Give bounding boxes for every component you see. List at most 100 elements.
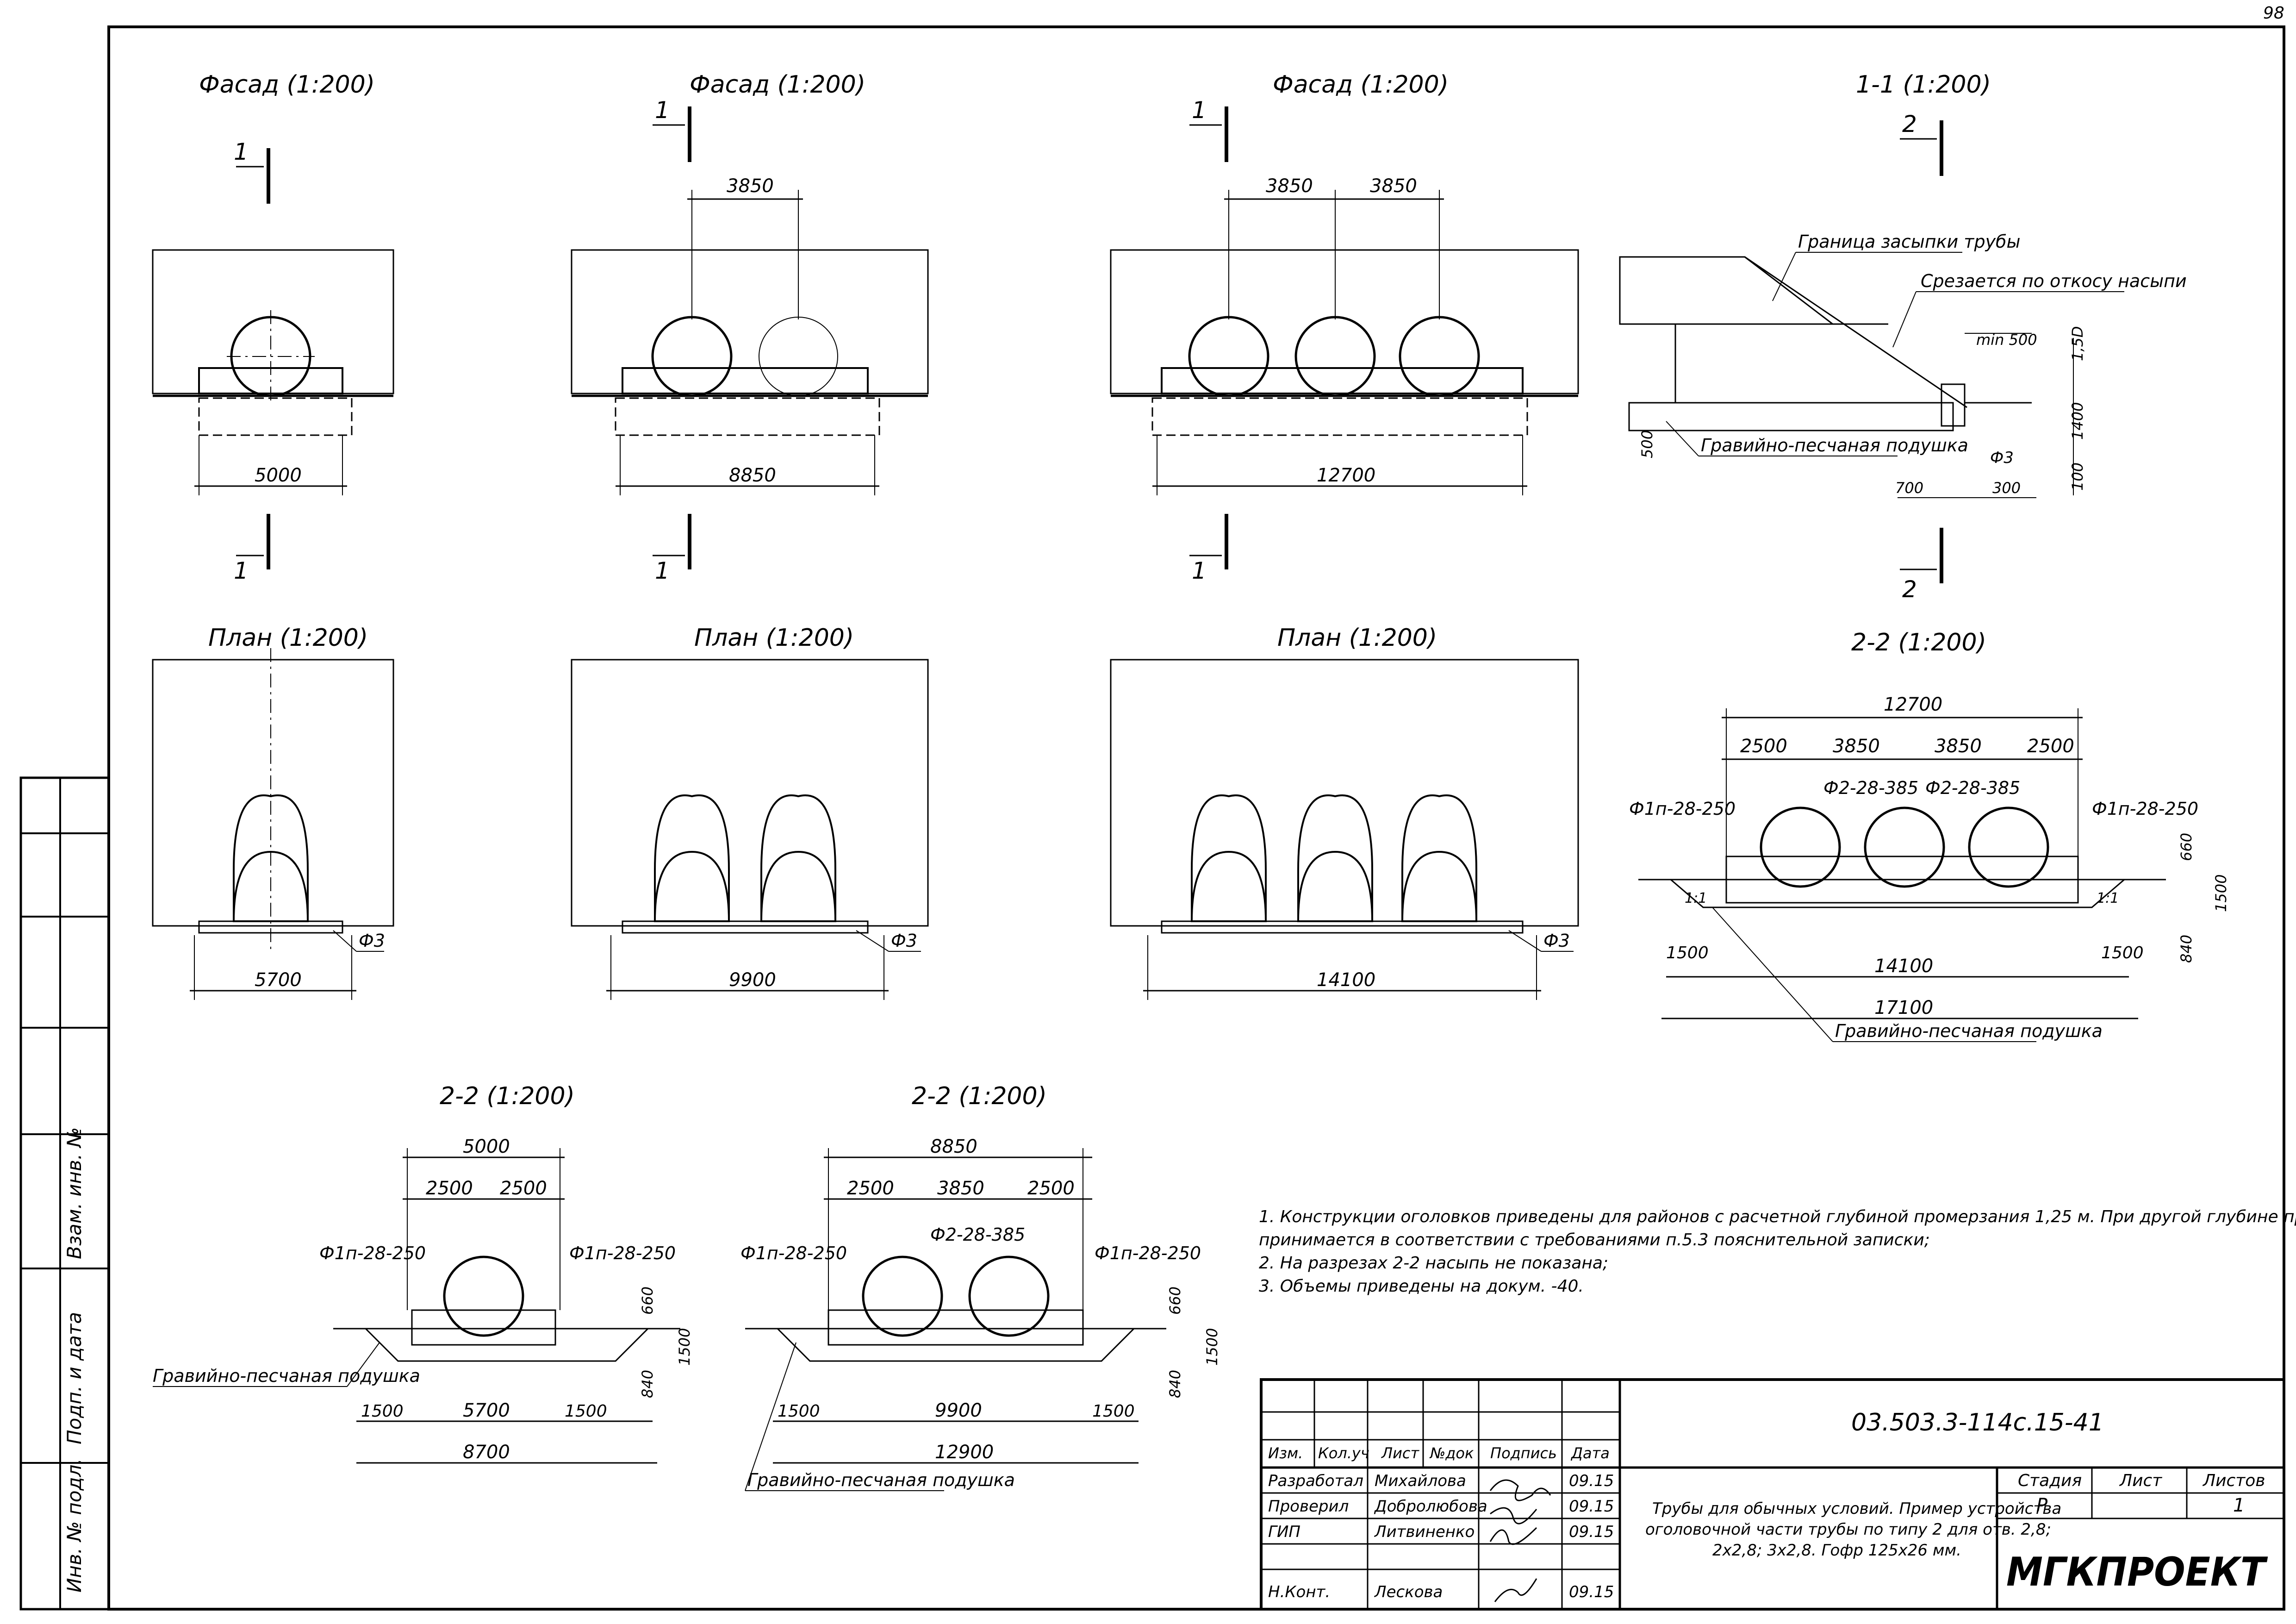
cut-mark-2-bottom: 2 [1900,528,1943,603]
svg-text:2500: 2500 [1027,1178,1075,1199]
notes: 1. Конструкции оголовков приведены для р… [1259,1207,2296,1296]
svg-text:Ф1п-28-250: Ф1п-28-250 [1629,799,1736,819]
document-code: 03.503.3-114с.15-41 [1851,1409,2104,1437]
signature-marks [1489,1479,1551,1602]
svg-text:Добролюбова: Добролюбова [1374,1497,1487,1516]
svg-text:3850: 3850 [937,1178,984,1199]
facade-title-1: Фасад (1:200) [199,71,375,99]
svg-text:Н.Конт.: Н.Конт. [1268,1583,1330,1601]
svg-text:12700: 12700 [1317,465,1375,486]
svg-text:2500: 2500 [1740,736,1787,757]
svg-text:Изм.: Изм. [1268,1444,1303,1462]
svg-text:Р: Р [2036,1495,2048,1516]
section-2-2-large-dims: 12700 2500 3850 3850 2500 Ф1п-28-250 Ф2-… [1629,694,2230,1042]
side-stamp: Взам. инв. № Подп. и дата Инв. № подл. [19,776,110,1611]
facade-1-dims: 5000 [194,435,347,495]
company-logo: МГКПРОЕКТ [2006,1549,2268,1595]
facade-3-dims: 3850 3850 12700 [1152,175,1527,495]
svg-text:1: 1 [1192,557,1207,584]
svg-text:Ф1п-28-250: Ф1п-28-250 [1095,1243,1201,1263]
cut-mark-1-top-f3: 1 [1189,97,1228,162]
svg-text:3. Объемы приведены на докум.: 3. Объемы приведены на докум. -40. [1259,1277,1584,1296]
svg-text:Ф3: Ф3 [359,931,385,951]
plan-2-dims: 9900 Ф3 [606,930,921,1000]
plan-title-1: План (1:200) [208,624,368,652]
svg-text:Трубы для обычных условий. При: Трубы для обычных условий. Пример устрой… [1652,1499,2061,1518]
svg-text:Ф3: Ф3 [1990,449,2014,467]
svg-text:2: 2 [1902,576,1917,603]
plan-view-1 [152,648,394,954]
svg-text:09.15: 09.15 [1569,1583,1614,1601]
svg-text:2500: 2500 [426,1178,473,1199]
facade-view-3 [1110,249,1579,436]
svg-text:Стадия: Стадия [2018,1471,2082,1490]
svg-text:3850: 3850 [1833,736,1880,757]
section-1-1-labels: Граница засыпки трубы Срезается по откос… [1638,231,2187,498]
svg-text:09.15: 09.15 [1569,1472,1614,1490]
svg-text:700: 700 [1895,479,1923,497]
svg-text:Гравийно-песчаная подушка: Гравийно-песчаная подушка [1701,435,1968,456]
plan-view-3 [1110,659,1579,934]
facade-2-dims: 3850 8850 [616,175,879,495]
svg-text:3850: 3850 [727,175,774,197]
svg-text:840: 840 [2178,935,2195,963]
svg-text:min 500: min 500 [1976,331,2037,349]
svg-text:1500: 1500 [2101,943,2144,962]
svg-text:Гравийно-песчаная подушка: Гравийно-песчаная подушка [747,1470,1015,1490]
plan-view-2 [571,659,929,934]
svg-text:Ф3: Ф3 [1543,931,1570,951]
svg-text:2. На разрезах 2-2 насыпь не п: 2. На разрезах 2-2 насыпь не показана; [1259,1254,1608,1273]
svg-text:8850: 8850 [729,465,776,486]
cut-mark-2-top: 2 [1900,111,1943,176]
svg-text:Проверил: Проверил [1268,1497,1349,1516]
sheet-frame [107,25,2285,1611]
svg-text:8850: 8850 [930,1136,977,1157]
title-block: 03.503.3-114с.15-41 Изм. Кол.уч Лист №до… [1260,1378,2285,1611]
svg-text:1,5D: 1,5D [2069,326,2086,361]
section-2-2-small-title-2: 2-2 (1:200) [912,1082,1047,1110]
svg-text:14100: 14100 [1317,969,1375,991]
svg-text:Литвиненко: Литвиненко [1374,1523,1475,1541]
svg-text:Граница засыпки трубы: Граница засыпки трубы [1798,231,2021,252]
cut-mark-1-bottom-f3: 1 [1189,514,1228,584]
svg-text:300: 300 [1992,479,2021,497]
svg-text:5700: 5700 [255,969,302,991]
svg-text:840: 840 [1166,1370,1184,1398]
facade-view-2 [571,249,929,436]
plan-title-2: План (1:200) [694,624,854,652]
plan-3-dims: 14100 Ф3 [1143,930,1574,1000]
section-2-2-large [1638,806,2166,908]
svg-text:1:1: 1:1 [2097,890,2119,906]
section-2-2-small-1-dims: 5000 2500 2500 Ф1п-28-250 Ф1п-28-250 660… [153,1136,693,1464]
svg-text:2500: 2500 [2027,736,2074,757]
svg-text:Лист: Лист [1381,1444,1419,1462]
svg-text:ГИП: ГИП [1268,1523,1300,1541]
svg-text:№док: №док [1429,1444,1474,1462]
svg-text:1500: 1500 [1092,1402,1135,1421]
svg-text:Лист: Лист [2119,1471,2162,1490]
svg-text:3850: 3850 [1370,175,1417,197]
svg-text:660: 660 [639,1287,656,1315]
svg-text:Срезается по откосу насыпи: Срезается по откосу насыпи [1921,271,2187,291]
section-1-1-title: 1-1 (1:200) [1856,71,1991,99]
section-2-2-small-title-1: 2-2 (1:200) [440,1082,575,1110]
side-stamp-replacement: Взам. инв. № [63,1127,86,1259]
svg-text:Кол.уч: Кол.уч [1318,1444,1369,1462]
svg-text:Ф1п-28-250: Ф1п-28-250 [2092,799,2198,819]
section-2-2-small-2-dims: 8850 2500 3850 2500 Ф1п-28-250 Ф2-28-385… [740,1136,1221,1491]
svg-text:1: 1 [1192,97,1207,124]
svg-text:Листов: Листов [2202,1471,2265,1490]
svg-text:100: 100 [2069,462,2086,491]
svg-text:1: 1 [234,557,249,584]
svg-text:1: 1 [2233,1495,2245,1516]
svg-text:9900: 9900 [935,1400,982,1421]
facade-title-3: Фасад (1:200) [1273,71,1449,99]
svg-text:оголовочной части трубы по тип: оголовочной части трубы по типу 2 для от… [1645,1520,2051,1539]
svg-text:2: 2 [1902,111,1917,137]
svg-text:1500: 1500 [361,1402,404,1421]
svg-text:660: 660 [1166,1287,1184,1315]
svg-text:1500: 1500 [2212,874,2230,912]
svg-text:Михайлова: Михайлова [1375,1472,1466,1490]
svg-text:09.15: 09.15 [1569,1497,1614,1516]
svg-text:500: 500 [1638,430,1656,458]
